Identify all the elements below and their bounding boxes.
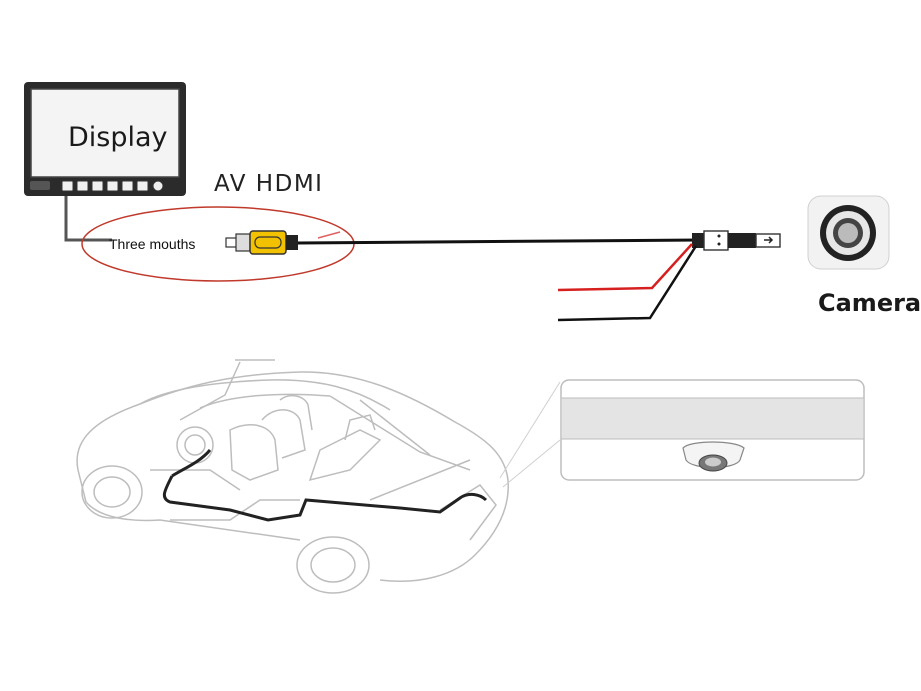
camera-label: Camera bbox=[818, 289, 921, 317]
av-hdmi-label: AV HDMI bbox=[214, 171, 323, 197]
car-cable-route bbox=[162, 475, 488, 522]
rca-plug-icon bbox=[225, 230, 298, 255]
camera-mount-detail bbox=[560, 379, 865, 481]
camera-connector-icon bbox=[692, 230, 781, 251]
main-av-cable bbox=[297, 238, 701, 245]
backup-camera-icon bbox=[807, 195, 890, 270]
display-label: Display bbox=[68, 122, 168, 153]
display-monitor-icon bbox=[24, 82, 186, 196]
monitor-cable bbox=[64, 196, 112, 242]
car-illustration bbox=[76, 359, 509, 594]
black-ground-wire bbox=[557, 245, 698, 322]
red-power-wire bbox=[557, 243, 693, 292]
three-mouths-label: Three mouths bbox=[109, 236, 195, 252]
